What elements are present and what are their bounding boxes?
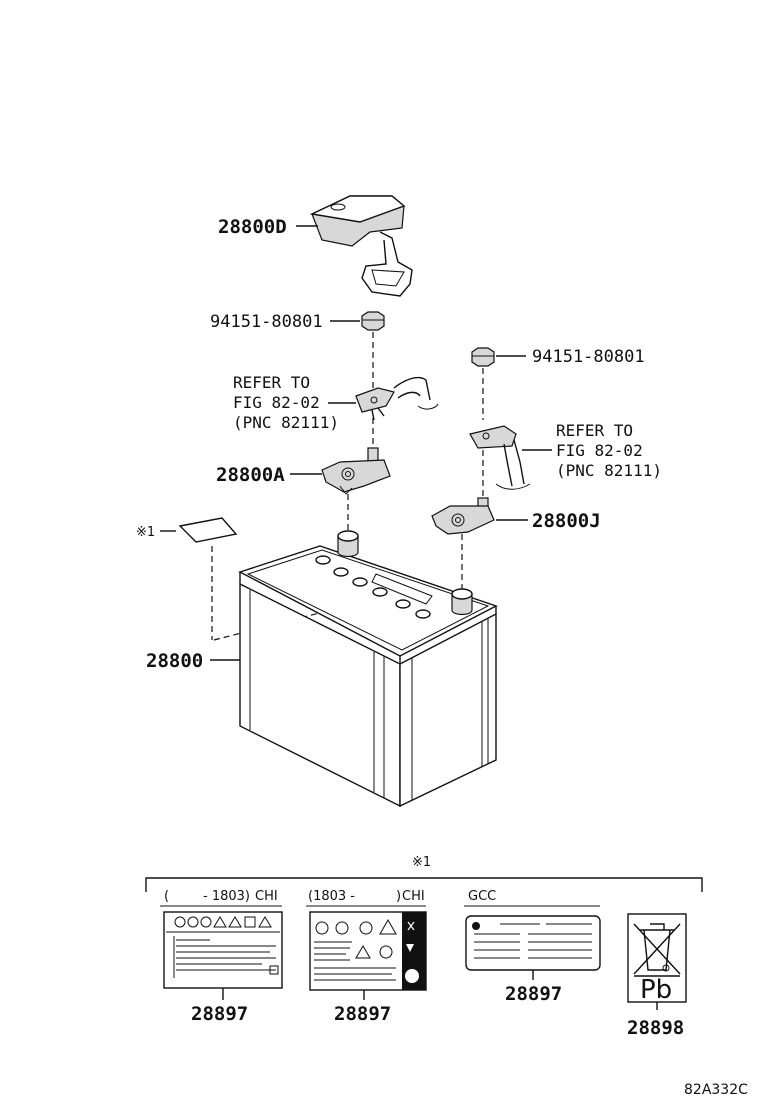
group4-part-number: 28898 — [627, 1017, 684, 1039]
group3-part-number: 28897 — [505, 983, 562, 1005]
part-number-cover: 28800D — [218, 216, 287, 238]
refer-right-line1: REFER TO — [556, 421, 633, 440]
figure-id: 82A332C — [684, 1082, 748, 1098]
label-28897-chi-new — [309, 911, 427, 991]
group2-header-date: ) — [396, 889, 401, 904]
pb-symbol: Pb — [640, 975, 672, 1005]
part-number-nut-right: 94151-80801 — [532, 347, 645, 367]
refer-left-line1: REFER TO — [233, 373, 310, 392]
battery-drawing — [238, 530, 498, 808]
label-28898-recycle: Pb — [627, 913, 687, 1005]
group3-header-region: GCC — [468, 889, 496, 904]
battery-cover-drawing — [309, 195, 413, 297]
refer-left-line2: FIG 82-02 — [233, 393, 320, 412]
note-mark: ※1 — [136, 525, 155, 540]
label-28897-gcc — [465, 915, 601, 971]
cable-left-drawing — [355, 376, 439, 421]
part-number-terminal-pos: 28800A — [216, 464, 285, 486]
label-sheet-drawing — [178, 517, 238, 543]
part-number-terminal-neg: 28800J — [532, 510, 601, 532]
group1-header-open: ( — [164, 889, 169, 904]
part-number-battery: 28800 — [146, 650, 203, 672]
terminal-neg-drawing — [431, 497, 495, 535]
group2-part-number: 28897 — [334, 1003, 391, 1025]
group1-header-date: - 1803) — [203, 889, 250, 904]
group2-header-open: (1803 - — [308, 889, 355, 904]
labels-section-mark: ※1 — [412, 855, 431, 870]
refer-right-line3: (PNC 82111) — [556, 461, 662, 480]
group1-part-number: 28897 — [191, 1003, 248, 1025]
nut-left-drawing — [361, 311, 385, 331]
refer-right-line2: FIG 82-02 — [556, 441, 643, 460]
labels-section-bracket — [145, 877, 703, 892]
refer-left-line3: (PNC 82111) — [233, 413, 339, 432]
terminal-pos-drawing — [321, 447, 391, 495]
group1-header-region: CHI — [255, 889, 278, 904]
cable-right-drawing — [469, 425, 531, 490]
part-number-nut-left: 94151-80801 — [210, 312, 323, 332]
nut-right-drawing — [471, 347, 495, 367]
group2-header-region: CHI — [402, 889, 425, 904]
label-28897-chi-old — [163, 911, 283, 989]
